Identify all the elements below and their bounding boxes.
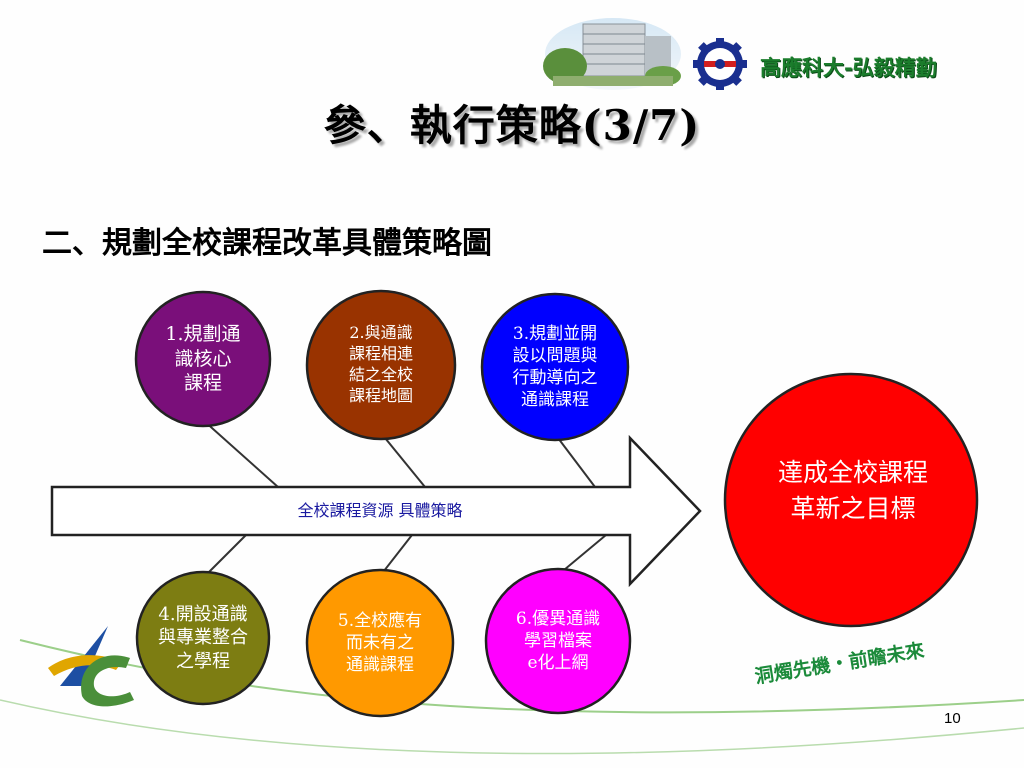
top-strategy-circle-2	[305, 289, 457, 441]
bottom-strategy-circle-1	[135, 570, 271, 706]
school-gear-emblem	[693, 38, 747, 90]
bottom-connector-1	[202, 534, 247, 579]
top-connector-1	[202, 419, 279, 488]
arrow-label: 全校課程資源 具體策略	[297, 501, 463, 520]
goal-circle	[723, 372, 979, 628]
top-strategy-circle-3	[480, 292, 630, 442]
strategy-arrow	[50, 434, 702, 588]
top-strategy-circle-1	[134, 290, 272, 428]
goal-label-line2: 革新之目標	[790, 494, 916, 524]
school-name: 高應科大-弘毅精勤	[760, 56, 937, 80]
top-connector-3	[554, 433, 596, 488]
goal-label-line1: 達成全校課程	[777, 458, 928, 487]
page-title: 參、執行策略(3/7)	[323, 101, 701, 150]
section-subtitle: 二、規劃全校課程改革具體策略圖	[42, 226, 492, 261]
bottom-strategy-circle-3	[484, 567, 632, 715]
top-connector-2	[380, 432, 426, 488]
bottom-strategy-circle-2	[305, 568, 455, 718]
kuas-swoosh-logo	[48, 626, 134, 707]
campus-building-photo	[543, 18, 681, 90]
page-number: 10	[944, 710, 961, 727]
goal-label: 達成全校課程 革新之目標	[738, 455, 968, 528]
